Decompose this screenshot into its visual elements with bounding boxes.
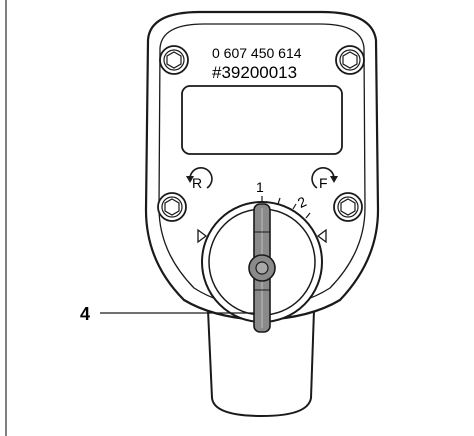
tool-handle — [207, 309, 315, 418]
dial-left-notch — [197, 228, 208, 244]
forward-label: F — [319, 175, 328, 191]
screw-top-left — [159, 45, 189, 75]
dial-right-notch — [316, 228, 327, 244]
reverse-label: R — [192, 175, 202, 191]
screw-bottom-left — [157, 192, 187, 222]
part-number: 0 607 450 614 — [212, 45, 302, 61]
selector-lever — [248, 203, 276, 333]
reverse-symbol: R — [186, 167, 213, 191]
position-1-label: 1 — [256, 179, 264, 195]
screw-top-right — [335, 45, 365, 75]
display-window — [181, 85, 343, 155]
screw-bottom-right — [333, 192, 363, 222]
tool-housing-inner — [158, 23, 366, 309]
serial-number: #39200013 — [212, 63, 297, 82]
dial-tick-marks — [261, 196, 311, 219]
forward-symbol: F — [311, 167, 338, 191]
callout-number: 4 — [80, 304, 90, 324]
